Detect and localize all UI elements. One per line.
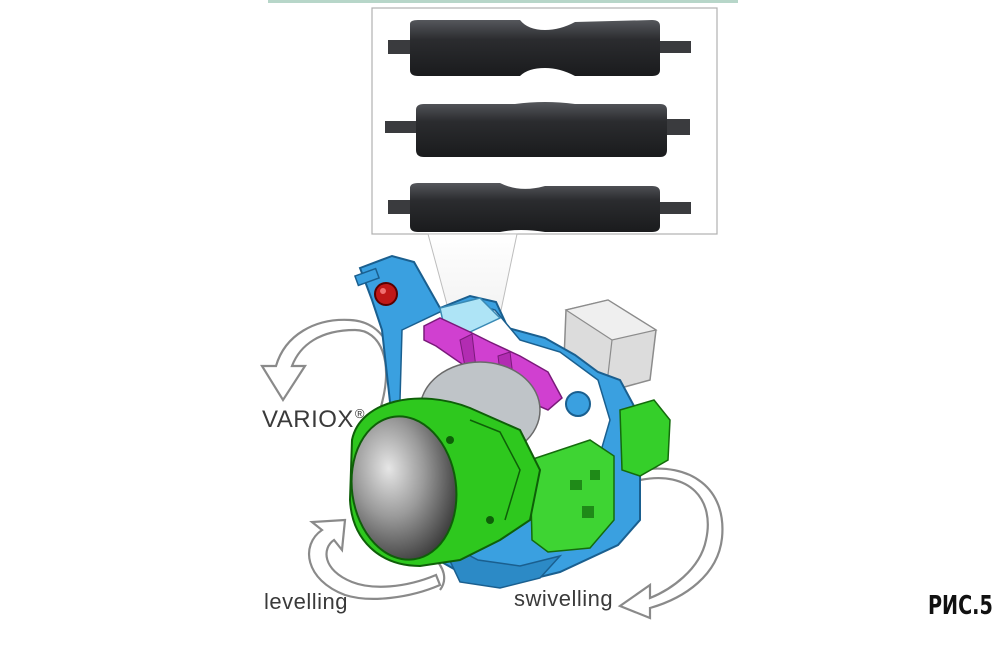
curved-arrow-icon: [260, 318, 397, 414]
roller-3: [388, 183, 691, 232]
green-side-module: [529, 399, 671, 553]
variox-label-text: VARIOX: [262, 406, 354, 433]
roller-2: [385, 102, 690, 157]
curved-arrow-icon: [307, 518, 442, 600]
top-divider: [268, 0, 738, 3]
figure-number: РИС.5: [928, 591, 993, 621]
variox-arrow: [260, 318, 397, 414]
variox-label: VARIOX®: [262, 406, 365, 434]
curved-arrow-icon: [617, 467, 724, 620]
levelling-label: levelling: [264, 589, 348, 614]
adjuster-knob: [353, 267, 398, 306]
swivelling-arrow: [617, 467, 724, 620]
roller-1: [388, 20, 691, 76]
registered-mark: ®: [354, 406, 366, 421]
projector-lens: [348, 397, 542, 568]
swivelling-label: swivelling: [514, 586, 614, 611]
